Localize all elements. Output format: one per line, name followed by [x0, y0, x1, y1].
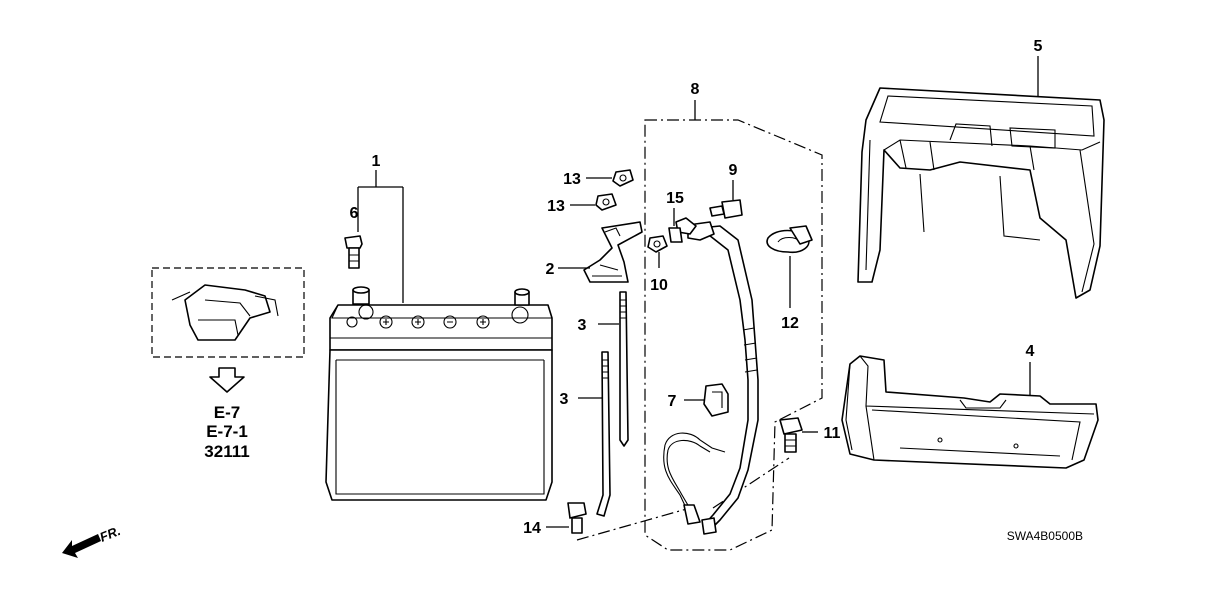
callout-5: 5 — [1034, 38, 1043, 55]
nut-10[interactable] — [647, 235, 668, 253]
clamp-rod-long[interactable] — [619, 291, 629, 447]
callout-4: 4 — [1026, 343, 1035, 360]
clamp-rod-short[interactable] — [596, 351, 611, 517]
callout-9: 9 — [729, 162, 738, 179]
callout-7: 7 — [668, 393, 677, 410]
callout-14: 14 — [523, 520, 541, 537]
callout-13-lower: 13 — [547, 198, 565, 215]
bolt-9[interactable] — [709, 199, 743, 219]
callout-1: 1 — [372, 153, 381, 170]
front-label: FR. — [98, 523, 123, 545]
callout-10: 10 — [650, 277, 668, 294]
callout-3-upper: 3 — [578, 317, 587, 334]
callout-6: 6 — [350, 205, 359, 222]
reference-codes[interactable]: E-7 E-7-1 32111 — [204, 403, 249, 461]
diagram-code: SWA4B0500B — [1007, 529, 1083, 543]
flange-bolt-14[interactable] — [567, 502, 587, 534]
terminal-bolt[interactable] — [344, 235, 363, 269]
battery-box-cover[interactable] — [857, 87, 1105, 299]
nut-15[interactable] — [668, 227, 683, 243]
cable-assembly-outline — [644, 119, 823, 551]
reference-line-1[interactable]: E-7 — [214, 403, 240, 422]
battery-clamp-bracket[interactable] — [583, 221, 643, 283]
callout-3-lower: 3 — [560, 391, 569, 408]
battery-tray[interactable] — [841, 355, 1099, 469]
reference-line-2[interactable]: E-7-1 — [206, 422, 248, 441]
callout-15: 15 — [666, 190, 684, 207]
callout-13-upper: 13 — [563, 171, 581, 188]
reference-line-3[interactable]: 32111 — [204, 442, 249, 461]
battery[interactable] — [325, 286, 553, 501]
ground-cable[interactable] — [663, 217, 759, 535]
callout-8: 8 — [691, 81, 700, 98]
flange-bolt-11[interactable] — [779, 417, 803, 453]
flange-nut-upper[interactable] — [612, 169, 634, 187]
front-direction-arrow: FR. — [62, 523, 123, 558]
callout-2: 2 — [546, 261, 555, 278]
flange-nut-lower[interactable] — [595, 193, 617, 211]
callout-12: 12 — [781, 315, 799, 332]
terminal-cover-12[interactable] — [766, 225, 813, 254]
inset-detail — [151, 267, 305, 358]
callout-11: 11 — [824, 425, 841, 442]
reference-arrow — [209, 367, 245, 393]
cable-clip-7[interactable] — [703, 383, 729, 417]
